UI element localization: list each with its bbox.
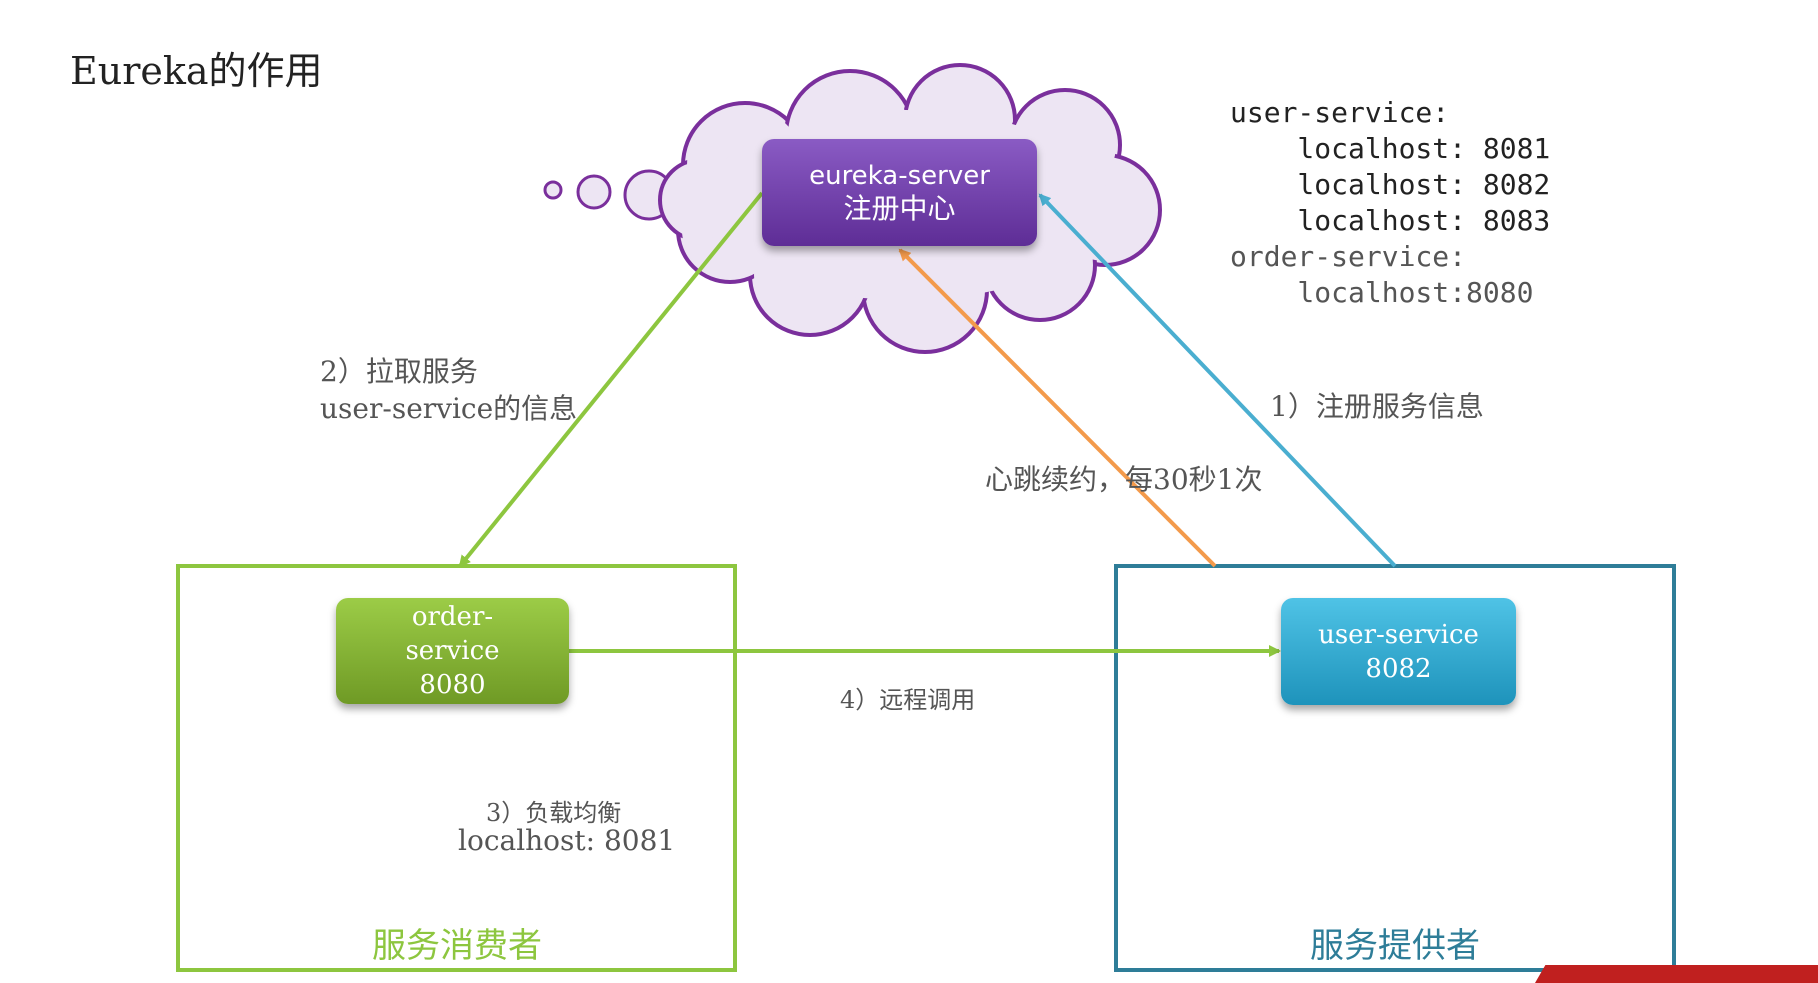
pull-service-arrow (458, 191, 764, 568)
provider-box-title: 服务提供者 (1310, 926, 1480, 966)
register-step-label: 1）注册服务信息 (1270, 390, 1484, 423)
registry-line: localhost: 8083 (1230, 204, 1551, 237)
consumer-box-title: 服务消费者 (372, 926, 542, 966)
eureka-node-role: 注册中心 (843, 191, 956, 225)
thought-bubble-medium (576, 174, 612, 210)
remote-call-label: 4）远程调用 (840, 686, 976, 714)
pull-step-label-2: user-service的信息 (320, 392, 578, 425)
user-node-port: 8082 (1365, 653, 1432, 684)
heartbeat-arrow (898, 248, 1217, 568)
load-balance-label-2: localhost: 8081 (458, 824, 676, 857)
corner-banner (1535, 965, 1818, 983)
heartbeat-label: 心跳续约，每30秒1次 (985, 463, 1263, 496)
user-node-name: user-service (1318, 619, 1479, 650)
eureka-server-node: eureka-server 注册中心 (762, 139, 1037, 246)
load-balance-label-1: 3）负载均衡 (486, 799, 622, 827)
registry-line: localhost: 8081 (1230, 132, 1551, 165)
order-node-line2: service (405, 636, 500, 666)
eureka-node-name: eureka-server (809, 160, 990, 191)
order-node-line1: order- (411, 602, 494, 632)
registry-line: user-service: (1230, 96, 1450, 129)
registry-listing: user-service: localhost: 8081 localhost:… (1230, 95, 1550, 311)
registry-line: localhost: 8082 (1230, 168, 1551, 201)
registry-line: localhost:8080 (1230, 276, 1534, 309)
order-node-port: 8080 (419, 670, 486, 700)
register-arrow (1038, 193, 1397, 568)
page-title: Eureka的作用 (70, 49, 323, 93)
thought-bubble-small (543, 180, 563, 200)
pull-step-label-1: 2）拉取服务 (320, 355, 478, 388)
registry-line: order-service: (1230, 240, 1467, 273)
order-service-node: order- service 8080 (336, 598, 569, 704)
consumer-box (176, 564, 737, 972)
user-service-node: user-service 8082 (1281, 598, 1516, 705)
